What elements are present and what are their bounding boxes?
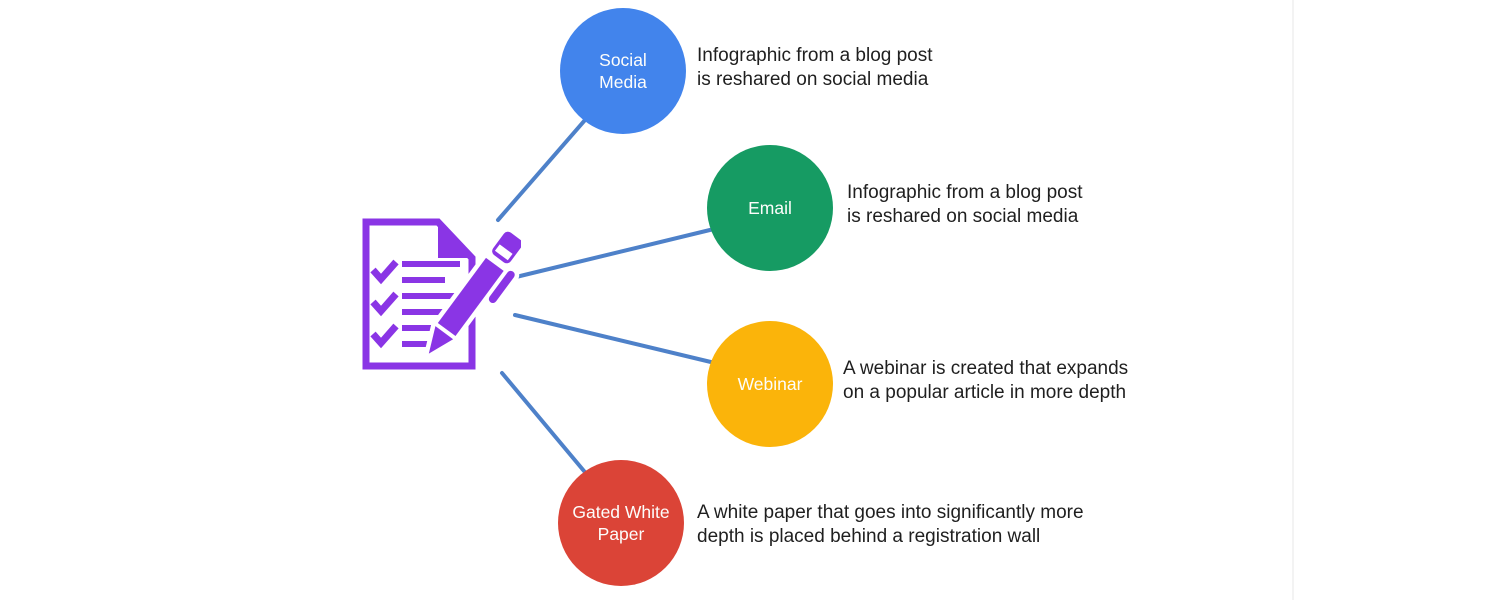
desc-webinar: A webinar is created that expands on a p… — [843, 358, 1129, 403]
connector-social-media — [496, 110, 594, 222]
node-gated-white-paper: Gated White Paper — [558, 460, 684, 586]
node-label-gated-white-paper: Gated White Paper — [572, 502, 670, 544]
desc-email: Infographic from a blog post is reshared… — [847, 182, 1083, 227]
checklist-document-pen-icon — [356, 212, 521, 377]
connector-webinar — [513, 313, 717, 365]
page-edge-divider — [1292, 0, 1294, 600]
desc-gated-white-paper: A white paper that goes into significant… — [697, 502, 1084, 547]
connector-email — [514, 227, 716, 279]
node-label-social-media: Social Media — [599, 50, 647, 92]
connector-gated-white-paper — [500, 371, 591, 479]
node-label-email: Email — [748, 198, 792, 218]
node-label-webinar: Webinar — [737, 374, 803, 394]
node-email: Email — [707, 145, 833, 271]
node-webinar: Webinar — [707, 321, 833, 447]
desc-social-media: Infographic from a blog post is reshared… — [697, 45, 933, 90]
node-social-media: Social Media — [560, 8, 686, 134]
